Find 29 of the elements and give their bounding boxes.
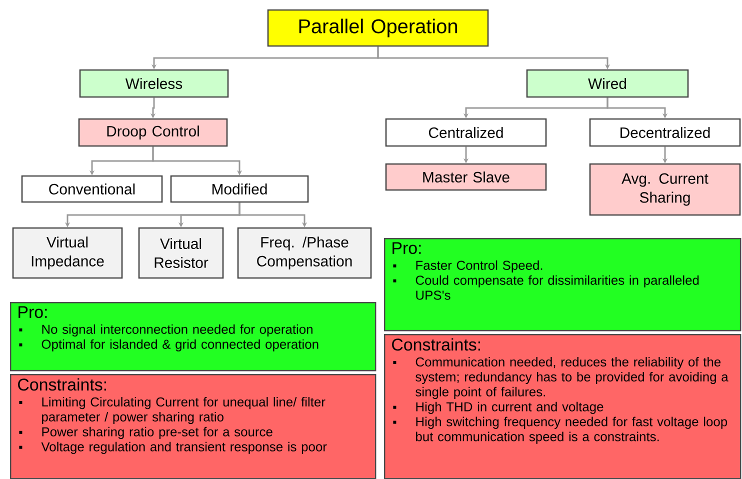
node-label: Power sharing ratio pre-set for a source [42, 426, 272, 439]
note-text: Constraints: Communication needed, reduces the reliability of the system; redundancy has to be provided for avoiding a single point of failures. High THD in current and voltage High switching frequency needed for fast voltage loop but communication speed is a constraints. [392, 338, 728, 444]
category-box: Virtual Resistor [138, 227, 224, 279]
category-box: Wireless [79, 69, 229, 98]
note-box [10, 302, 376, 372]
category-box: Master Slave [385, 163, 547, 191]
note-text: Pro: Faster Control Speed. Could compensate for dissimilarities in paralleled UPS's [392, 242, 699, 300]
node-label: Voltage regulation and transient response is poor [41, 442, 327, 454]
category-box: Conventional [21, 175, 163, 203]
node-label: Communication needed, reduces the reliability of the system; redundancy has to be provided for avoiding a single point of failures. [416, 357, 728, 399]
note-box [384, 334, 742, 479]
category-box: Modified [170, 175, 309, 203]
node-label: High switching frequency needed for fast voltage loop but communication speed is a constraints. [416, 416, 728, 444]
note-box [10, 374, 376, 479]
note-text: Constraints: Limiting Circulating Current for unequal line/ filter parameter / power sharing ratio Power sharing ratio pre-set for a source Voltage regulation and transient response is poor [18, 378, 327, 454]
node-label: Limiting Circulating Current for unequal line/ filter parameter / power sharing ratio [42, 397, 326, 424]
note-box [384, 238, 742, 332]
title-box: Parallel Operation [267, 9, 489, 47]
category-box: Decentralized [589, 118, 741, 147]
node-label: High THD in current and voltage [416, 402, 604, 414]
note-text: Pro: No signal interconnection needed for operation Optimal for islanded & grid connected operation [18, 306, 318, 352]
category-box: Freq. /Phase Compensation [237, 227, 372, 279]
node-label: Constraints: [392, 338, 480, 351]
category-box: Virtual Impedance [12, 227, 123, 279]
category-box: Droop Control [78, 118, 228, 147]
category-box: Avg. Current Sharing [589, 163, 741, 216]
category-box: Wired [526, 69, 689, 98]
category-box: Centralized [385, 118, 547, 147]
node-label: Constraints: [18, 378, 106, 391]
